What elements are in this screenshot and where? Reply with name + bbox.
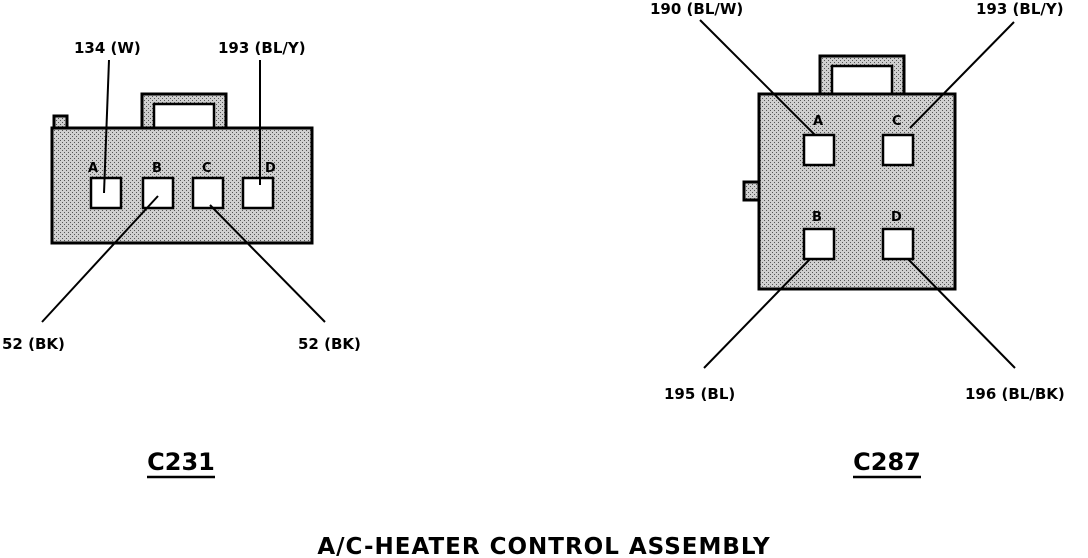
c231-pin-c [191, 176, 225, 210]
c231-wire-label-d: 193 (BL/Y) [218, 39, 306, 57]
c287-pin-letter-b: B [812, 210, 822, 225]
c231-wire-label-a: 134 (W) [74, 39, 141, 57]
c231-wire-label-c: 52 (BK) [298, 335, 361, 353]
c287-pin-letter-a: A [813, 114, 823, 129]
c231-wire-a [103, 59, 110, 194]
c287-wire-b [703, 258, 811, 369]
c231-pin-d [241, 176, 275, 210]
c287-key [742, 180, 761, 202]
c287-lock-tab-window [830, 64, 894, 96]
c287-pin-letter-d: D [891, 210, 902, 225]
c231-wire-b [41, 195, 159, 323]
c231-pin-letter-c: C [202, 161, 212, 176]
connector-c231: A B C D 134 (W) 193 (BL/Y) 52 (BK) 52 (B… [2, 39, 361, 479]
c231-wire-c [209, 204, 326, 323]
c287-wire-label-a: 190 (BL/W) [650, 0, 743, 18]
c287-wire-c [909, 21, 1015, 129]
c231-label: C231 [147, 448, 215, 476]
c287-pin-letter-c: C [892, 114, 902, 129]
c231-pin-a [89, 176, 123, 210]
c287-label: C287 [853, 448, 921, 476]
c231-wire-label-b: 52 (BK) [2, 335, 65, 353]
diagram-title: A/C-HEATER CONTROL ASSEMBLY [317, 534, 770, 558]
c231-pin-letter-a: A [88, 161, 98, 176]
c287-wire-a [699, 19, 816, 136]
c287-wire-label-c: 193 (BL/Y) [976, 0, 1064, 18]
c287-pin-d [881, 227, 915, 261]
c287-wire-label-b: 195 (BL) [664, 385, 735, 403]
connector-c287: A C B D 190 (BL/W) 193 (BL/Y) 195 (BL) 1… [650, 0, 1065, 479]
c231-pin-letter-b: B [152, 161, 162, 176]
c287-pin-b [802, 227, 836, 261]
c231-pin-b [141, 176, 175, 210]
c231-lock-tab-window [152, 102, 216, 130]
c287-wire-label-d: 196 (BL/BK) [965, 385, 1065, 403]
c231-pin-letter-d: D [265, 161, 276, 176]
c287-housing [757, 92, 957, 291]
c287-pin-a [802, 133, 836, 167]
c287-wire-d [907, 258, 1016, 369]
c287-pin-c [881, 133, 915, 167]
